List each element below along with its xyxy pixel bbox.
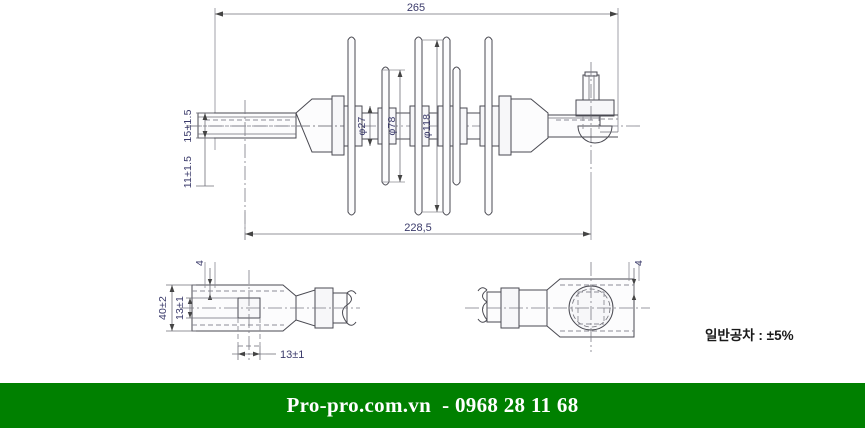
left-tongue (188, 100, 300, 240)
general-tolerance-note: 일반공차 : ±5% (705, 327, 794, 343)
bolt-washer (577, 125, 613, 144)
overall-dimension-label: 265 (407, 2, 425, 14)
main-view: 265 (182, 2, 640, 240)
right-cone-assembly (498, 95, 601, 156)
detail-left-height-label: 40±2 (157, 296, 169, 320)
detail-left-slot-height-label: 13±1 (174, 296, 186, 320)
detail-right-thickness-label: 4 (633, 260, 645, 266)
right-bolt-assembly (548, 62, 618, 172)
shed-small-2 (452, 66, 461, 186)
diameter-78-label: φ78 (386, 116, 398, 135)
shed-large-1 (347, 36, 356, 216)
dimension-15-label: 15±1.5 (182, 109, 194, 142)
detail-left-slot-width-label: 13±1 (280, 349, 304, 361)
arrow-right (610, 11, 618, 17)
watermark-banner: Pro-pro.com.vn - 0968 28 11 68 (0, 383, 865, 428)
left-vertical-dimensions: 15±1.5 11±1.5 (182, 109, 214, 188)
shed-large-4 (484, 36, 493, 216)
dimension-11-label: 11±1.5 (182, 156, 194, 188)
inner-dimension-228: 228,5 (244, 172, 592, 240)
diameter-dimensions: φ27 φ78 φ118 (356, 39, 443, 213)
shed-fins (343, 36, 500, 216)
shed-large-3 (442, 36, 451, 216)
detail-right-view: 4 (465, 260, 650, 352)
break-line-right (482, 289, 488, 321)
detail-left-view: 4 40±2 13±1 13±1 (157, 260, 360, 361)
watermark-text: Pro-pro.com.vn - 0968 28 11 68 (286, 393, 579, 417)
left-cone-assembly (295, 95, 345, 156)
detail-left-thickness-label: 4 (194, 260, 206, 266)
diameter-27-label: φ27 (356, 116, 368, 135)
break-line (342, 292, 352, 324)
inner-dimension-label: 228,5 (404, 222, 432, 234)
arrow-left (215, 11, 223, 17)
diameter-118-label: φ118 (421, 114, 433, 138)
